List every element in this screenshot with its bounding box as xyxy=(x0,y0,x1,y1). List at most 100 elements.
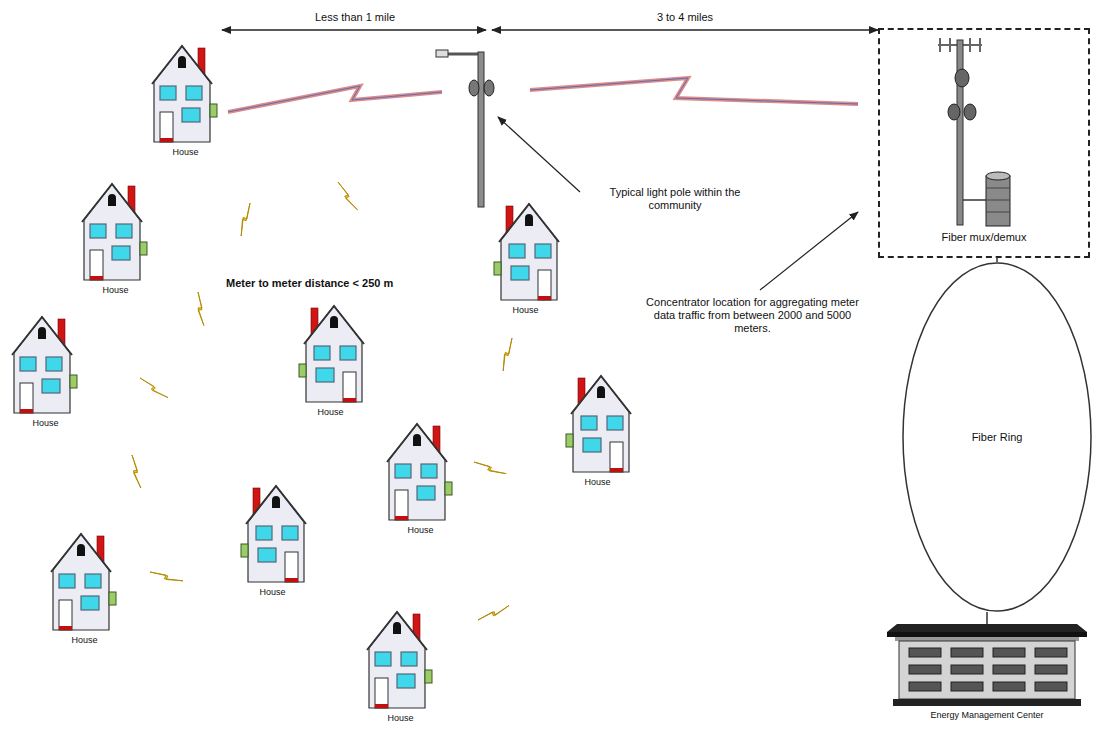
node-shape xyxy=(148,42,223,157)
antenna xyxy=(969,38,971,52)
window xyxy=(42,379,60,393)
window xyxy=(509,244,525,258)
window xyxy=(401,652,417,666)
window xyxy=(535,244,551,258)
house-node: House xyxy=(293,302,368,417)
door xyxy=(90,250,103,280)
node-shape xyxy=(887,624,1087,724)
window xyxy=(421,464,437,478)
house-node: House xyxy=(488,200,563,315)
node-shape xyxy=(880,30,1088,256)
fiber-ring: Fiber Ring xyxy=(902,262,1092,612)
door xyxy=(285,552,298,582)
node-shape xyxy=(235,482,310,597)
door-step xyxy=(375,704,388,708)
dimension-label: 3 to 4 miles xyxy=(630,11,740,24)
door-step xyxy=(90,276,103,280)
wireless-bolt xyxy=(478,596,509,630)
radio-unit xyxy=(955,69,969,87)
house-node: House xyxy=(560,372,635,487)
house-drawing xyxy=(152,46,217,142)
callout-note: Typical light pole within the community xyxy=(585,186,765,212)
meter xyxy=(109,592,116,605)
attic-window xyxy=(108,194,116,206)
window xyxy=(583,438,601,452)
node-label: House xyxy=(102,285,128,295)
window xyxy=(186,86,202,100)
wireless-bolt xyxy=(232,203,260,236)
chimney xyxy=(97,536,104,566)
building-drawing xyxy=(887,624,1087,706)
house-node: House xyxy=(363,608,438,723)
house-node: House xyxy=(383,420,458,535)
label-text: Typical light pole within the community xyxy=(610,186,741,211)
node-label: House xyxy=(71,635,97,645)
roof-cap xyxy=(887,624,1087,632)
wireless-link xyxy=(530,78,858,104)
concentrator-box: Fiber mux/demux xyxy=(878,28,1090,258)
house-wall xyxy=(53,534,109,630)
window xyxy=(316,368,334,382)
house-node: House xyxy=(47,530,122,645)
radio-unit xyxy=(948,104,960,120)
window xyxy=(607,416,623,430)
meter xyxy=(425,670,432,683)
attic-window xyxy=(413,434,421,446)
window xyxy=(112,246,130,260)
wireless-bolt xyxy=(150,562,183,590)
meter xyxy=(70,375,77,388)
mux-top xyxy=(986,172,1010,180)
window xyxy=(182,108,200,122)
window-band xyxy=(993,682,1025,691)
mux-cylinder xyxy=(986,176,1010,226)
attic-window xyxy=(525,214,533,226)
fiber-link xyxy=(986,612,988,624)
node-shape xyxy=(560,372,635,487)
node-label: House xyxy=(512,305,538,315)
wireless-link xyxy=(228,86,442,112)
door-step xyxy=(285,578,298,582)
node-shape xyxy=(902,262,1092,612)
chimney xyxy=(58,319,65,349)
chimney xyxy=(311,308,318,338)
attic-window xyxy=(178,56,186,68)
window-band xyxy=(909,665,941,674)
chimney xyxy=(433,426,440,456)
label-text: Concentrator location for aggregating me… xyxy=(646,296,859,334)
node-shape xyxy=(8,313,83,428)
building-body xyxy=(899,641,1075,699)
meter xyxy=(140,242,147,255)
attic-window xyxy=(77,544,85,556)
attic-window xyxy=(393,622,401,634)
roof-edge xyxy=(499,204,559,242)
ring-outline xyxy=(903,263,1091,611)
house-wall xyxy=(501,204,557,300)
window xyxy=(81,596,99,610)
callout-note: Concentrator location for aggregating me… xyxy=(645,296,860,335)
chimney xyxy=(506,206,513,236)
door xyxy=(20,383,33,413)
chimney xyxy=(413,614,420,644)
radio-unit xyxy=(484,80,494,96)
window xyxy=(258,548,276,562)
door xyxy=(160,112,173,142)
window xyxy=(314,346,330,360)
chimney xyxy=(198,48,205,78)
wireless-bolt xyxy=(140,378,168,398)
roof-edge xyxy=(51,534,111,572)
dimension-line xyxy=(492,29,878,30)
dimension-label: Less than 1 mile xyxy=(295,11,415,24)
window xyxy=(395,464,411,478)
meter xyxy=(445,482,452,495)
node-label: Fiber mux/demux xyxy=(942,231,1027,244)
house-wall xyxy=(154,46,210,142)
node-shape xyxy=(488,200,563,315)
node-shape xyxy=(78,180,153,295)
bracket xyxy=(963,199,988,201)
door-step xyxy=(343,398,356,402)
node-shape xyxy=(383,420,458,535)
door xyxy=(59,600,72,630)
roof-edge xyxy=(152,46,212,84)
window-band xyxy=(951,682,983,691)
